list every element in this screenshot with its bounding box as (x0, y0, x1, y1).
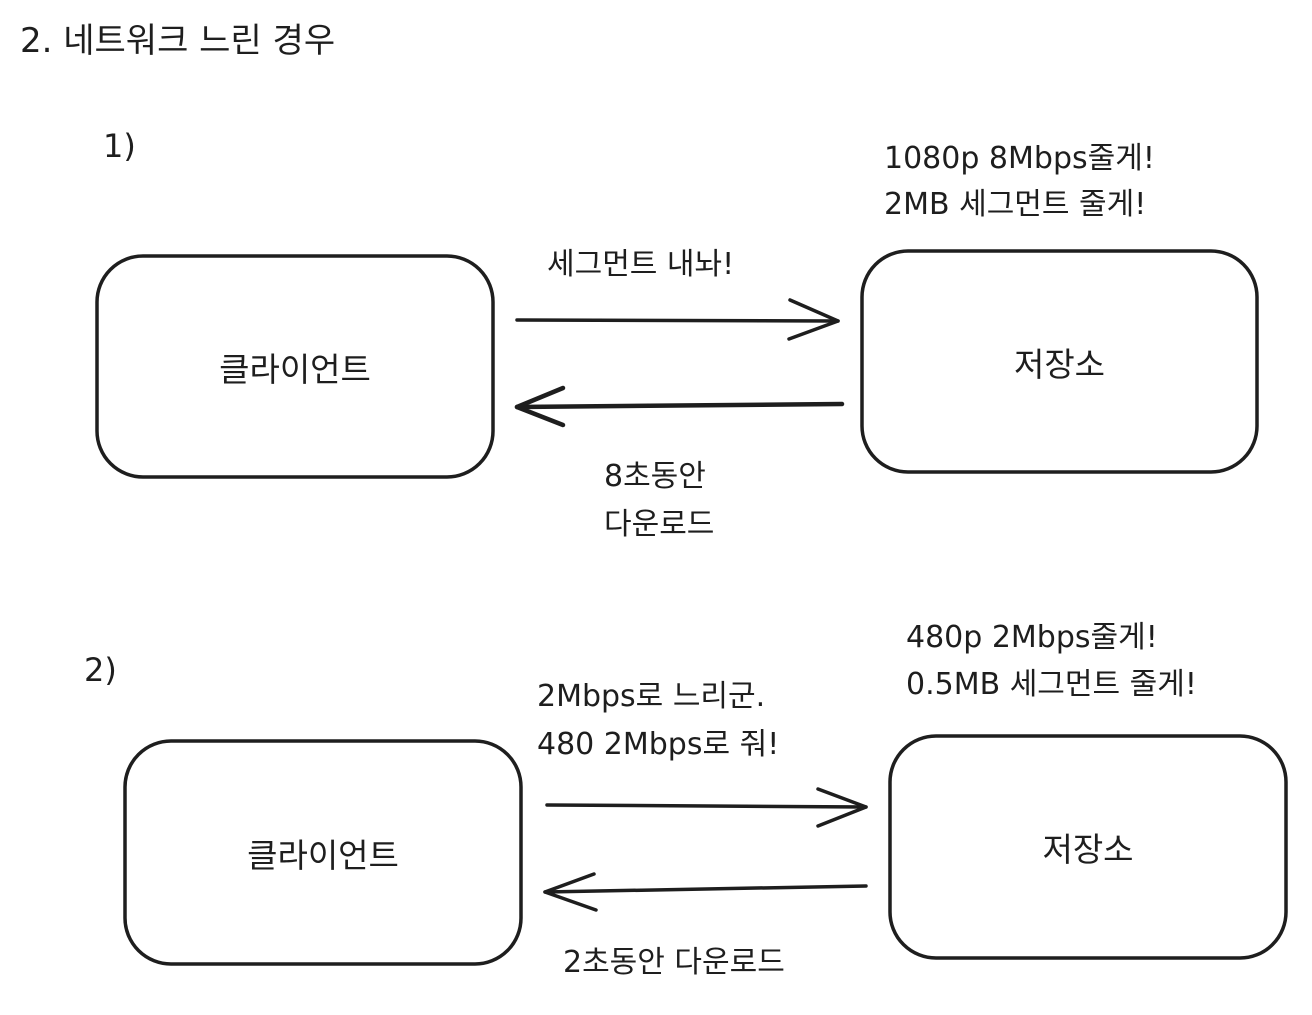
page-title: 2. 네트워크 느린 경우 (20, 21, 336, 61)
download-label-1-line-1: 8초동안 (604, 459, 706, 494)
download-arrow-2 (543, 872, 868, 912)
storage-note-1-line-2: 2MB 세그먼트 줄게! (884, 187, 1147, 222)
scenario-number-2: 2) (84, 651, 117, 689)
storage-note-1-line-1: 1080p 8Mbps줄게! (884, 141, 1155, 176)
request-label-2-line-1: 2Mbps로 느리군. (537, 679, 766, 714)
request-label-1: 세그먼트 내놔! (547, 247, 735, 282)
download-label-1-line-2: 다운로드 (604, 507, 715, 542)
storage-label-1: 저장소 (1013, 344, 1106, 384)
storage-box-1 (860, 249, 1259, 474)
request-label-2-line-2: 480 2Mbps로 줘! (537, 727, 780, 762)
storage-label-2: 저장소 (1042, 830, 1134, 869)
client-box-1 (95, 254, 495, 479)
storage-note-2-line-1: 480p 2Mbps줄게! (906, 620, 1158, 655)
storage-note-2-line-2: 0.5MB 세그먼트 줄게! (906, 667, 1197, 702)
request-arrow-1 (515, 298, 840, 341)
download-arrow-1 (514, 385, 845, 428)
storage-box-2 (888, 734, 1288, 960)
client-label-2: 클라이언트 (247, 835, 399, 875)
scenario-number-1: 1) (103, 127, 136, 165)
download-label-2: 2초동안 다운로드 (563, 945, 785, 980)
request-arrow-2 (545, 787, 868, 828)
client-label-1: 클라이언트 (219, 349, 371, 389)
client-box-2 (123, 739, 523, 966)
